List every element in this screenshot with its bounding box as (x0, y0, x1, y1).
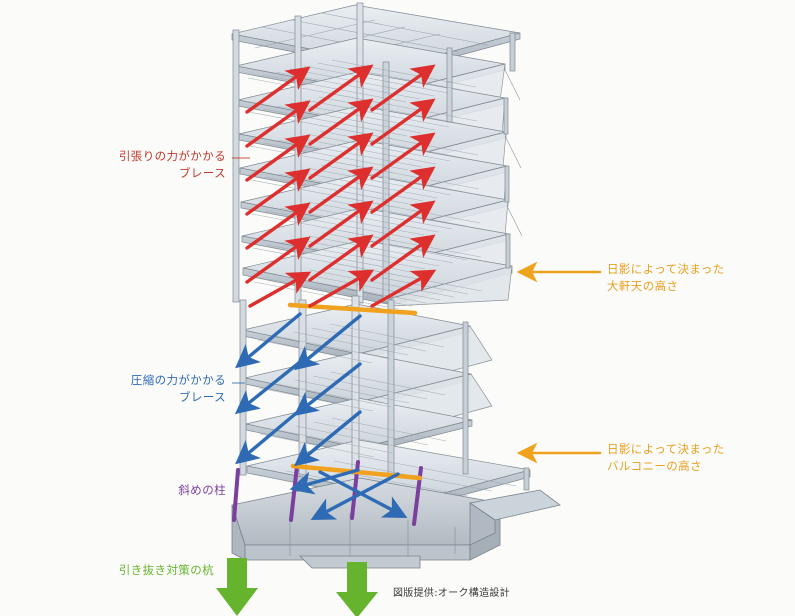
label-uplift-pile: 引き抜き対策の杭 (118, 563, 214, 577)
label-balcony-height: 日影によって決まった バルコニーの高さ (607, 442, 725, 473)
x-brace-blue (310, 470, 408, 521)
mid-columns (239, 295, 530, 491)
label-compression-brace: 圧縮の力がかかる ブレース (130, 373, 226, 404)
tower-floor-plates (235, 37, 513, 307)
eave-hangers (504, 69, 523, 237)
label-eave-soffit-height: 日影によって決まった 大軒天の高さ (607, 262, 725, 293)
uplift-pile-arrows-green (216, 558, 378, 616)
height-callout-arrows-orange (516, 261, 602, 464)
podium-base (231, 477, 561, 569)
compression-brace-arrows-blue (234, 312, 362, 495)
figure-credit: 図版提供:オーク構造設計 (393, 588, 510, 599)
label-leaders (232, 157, 250, 384)
label-tension-brace: 引張りの力がかかる ブレース (118, 149, 226, 180)
tension-brace-arrows-red (245, 64, 437, 308)
label-diagonal-column: 斜めの柱 (178, 483, 226, 497)
